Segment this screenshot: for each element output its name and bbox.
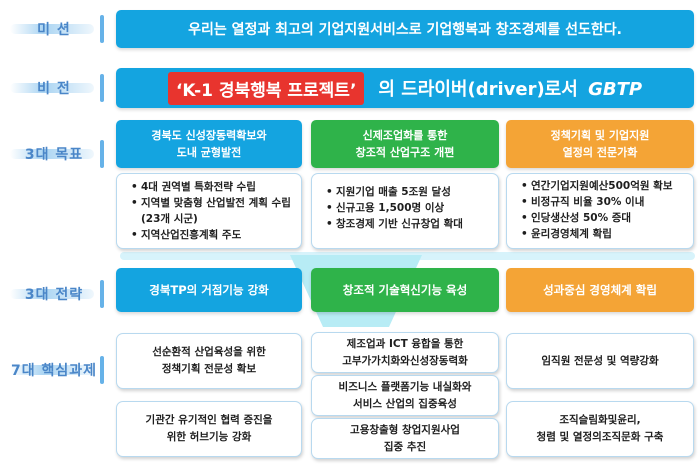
task-middle-3: 고용창출형 창업지원사업 집중 추진: [311, 418, 499, 459]
task-line: 조직슬림화및윤리,: [559, 414, 641, 426]
task-middle-1: 제조업과 ICT 융합을 통한 고부가가치화와신성장동력화: [311, 332, 499, 373]
list-item: 지원기업 매출 5조원 달성: [326, 184, 490, 200]
label-vision: 비 전: [0, 70, 108, 106]
list-item: 인당생산성 50% 증대: [521, 210, 687, 226]
list-item: 비정규직 비율 30% 이내: [521, 194, 687, 210]
task-line: 제조업과 ICT 융합을 통한: [346, 337, 464, 350]
goal-card-2: 지원기업 매출 5조원 달성 신규고용 1,500명 이상 창조경제 기반 신규…: [311, 173, 499, 249]
task-middle-2: 비즈니스 플랫폼기능 내실화와 서비스 산업의 집중육성: [311, 375, 499, 416]
vision-highlight: ‘K-1 경북행복 프로젝트’: [167, 71, 365, 105]
vision-banner: ‘K-1 경북행복 프로젝트’ 의 드라이버(driver)로서 GBTP: [116, 68, 694, 108]
goal-3-line1: 정책기획 및 기업지원: [550, 129, 650, 142]
task-line: 집중 추진: [383, 440, 427, 453]
task-line: 고용창출형 창업지원사업: [350, 423, 460, 436]
strategy-2: 창조적 기술혁신기능 육성: [311, 268, 499, 312]
goal-1-line2: 도내 균형발전: [176, 146, 242, 159]
vision-rest: 의 드라이버(driver)로서 GBTP: [378, 75, 642, 101]
task-line: 서비스 산업의 집중육성: [353, 397, 457, 410]
list-item: 창조경제 기반 신규창업 확대: [326, 216, 490, 232]
goal-header-2: 신제조업화를 통한 창조적 산업구조 개편: [311, 120, 499, 168]
task-line: 기관간 유기적인 협력 증진을: [145, 414, 273, 426]
task-left-2: 기관간 유기적인 협력 증진을 위한 허브기능 강화: [116, 401, 302, 457]
label-mission: 미 션: [0, 11, 108, 47]
goal-2-line2: 창조적 산업구조 개편: [355, 146, 455, 159]
strategy-2-text: 창조적 기술혁신기능 육성: [342, 282, 468, 297]
list-item: 지역별 맞춤형 산업발전 계획 수립(23개 시군): [131, 195, 293, 227]
task-line: 선순환적 산업육성을 위한: [152, 346, 266, 358]
vision-brand: GBTP: [588, 79, 643, 100]
task-line: 정책기획 전문성 확보: [161, 363, 257, 375]
list-item: 연간기업지원예산500억원 확보: [521, 178, 687, 194]
label-strategy: 3대 전략: [0, 276, 108, 312]
vision-rest-text: 의 드라이버(driver)로서: [378, 79, 578, 100]
task-right-2: 조직슬림화및윤리, 청렴 및 열정의조직문화 구축: [506, 401, 694, 457]
strategy-3: 성과중심 경영체계 확립: [506, 268, 694, 312]
list-item: 윤리경영체계 확립: [521, 226, 687, 242]
strategy-1: 경북TP의 거점기능 강화: [116, 268, 302, 312]
list-item: 신규고용 1,500명 이상: [326, 200, 490, 216]
task-line: 위한 허브기능 강화: [166, 431, 252, 443]
mission-text: 우리는 열정과 최고의 기업지원서비스로 기업행복과 창조경제를 선도한다.: [188, 22, 622, 38]
goal-card-3: 연간기업지원예산500억원 확보 비정규직 비율 30% 이내 인당생산성 50…: [506, 173, 694, 249]
goal-header-1: 경북도 신성장동력확보와 도내 균형발전: [116, 120, 302, 168]
goal-card-1: 4대 권역별 특화전략 수립 지역별 맞춤형 산업발전 계획 수립(23개 시군…: [116, 173, 302, 249]
label-tasks: 7대 핵심과제: [0, 352, 108, 388]
list-item: 4대 권역별 특화전략 수립: [131, 179, 293, 195]
label-goals: 3대 목표: [0, 136, 108, 172]
task-left-1: 선순환적 산업육성을 위한 정책기획 전문성 확보: [116, 333, 302, 389]
goal-header-3: 정책기획 및 기업지원 열정의 전문가화: [506, 120, 694, 168]
list-item: 지역산업진흥계획 주도: [131, 227, 293, 243]
task-line: 고부가가치화와신성장동력화: [342, 354, 468, 367]
task-line: 비즈니스 플랫폼기능 내실화와: [338, 380, 472, 393]
goal-3-line2: 열정의 전문가화: [562, 146, 638, 159]
mission-banner: 우리는 열정과 최고의 기업지원서비스로 기업행복과 창조경제를 선도한다.: [116, 10, 694, 48]
task-line: 임직원 전문성 및 역량강화: [541, 354, 659, 367]
strategy-3-text: 성과중심 경영체계 확립: [543, 282, 657, 297]
task-right-1: 임직원 전문성 및 역량강화: [506, 333, 694, 389]
goal-2-line1: 신제조업화를 통한: [362, 129, 448, 142]
strategy-1-text: 경북TP의 거점기능 강화: [149, 282, 269, 297]
goal-1-line1: 경북도 신성장동력확보와: [151, 129, 267, 142]
task-line: 청렴 및 열정의조직문화 구축: [536, 431, 664, 443]
